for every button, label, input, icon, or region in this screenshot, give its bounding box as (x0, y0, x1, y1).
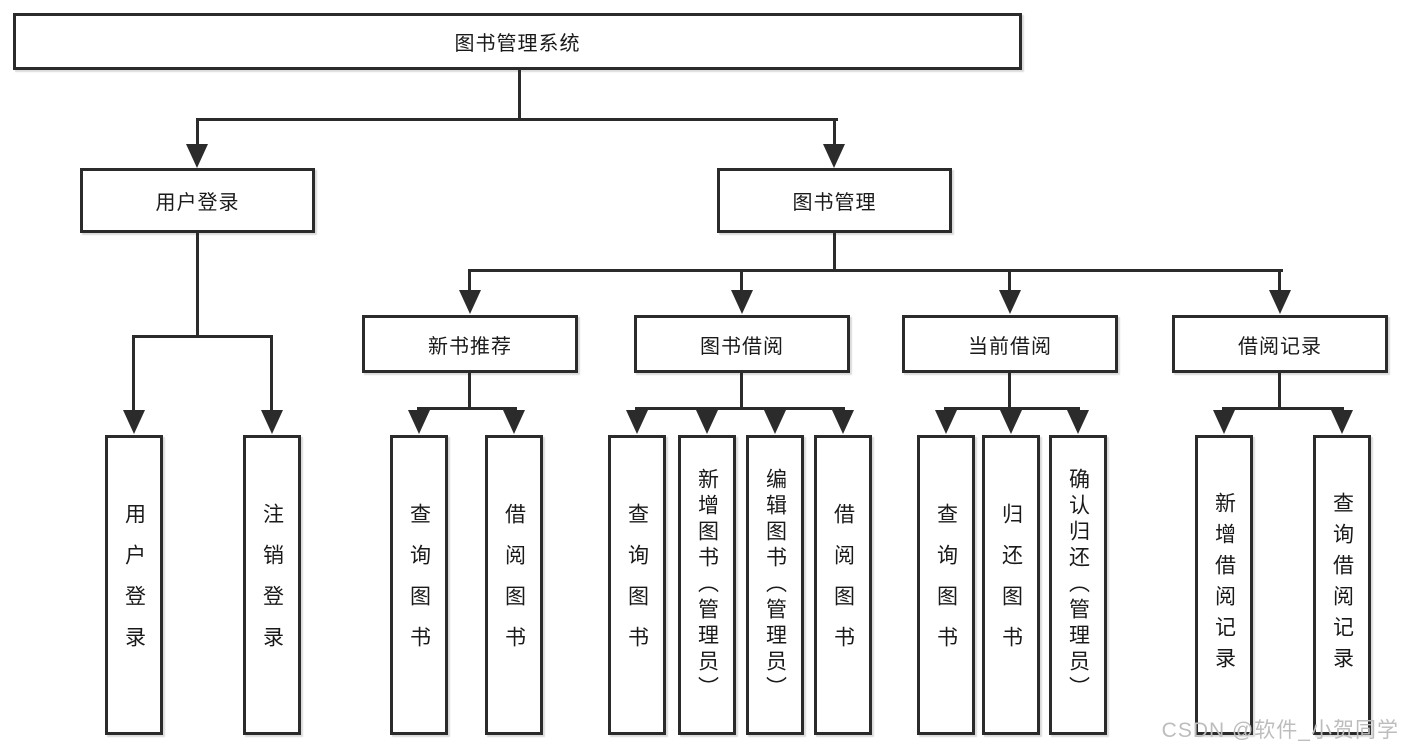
connector-group3-hline (635, 407, 845, 410)
connector-user-login-drop (196, 233, 199, 337)
leaf-confirm-return-admin: 确认归还（管理员） (1049, 435, 1107, 735)
arrow-into-query-books-borrow (626, 410, 648, 434)
arrow-into-add-books-admin (696, 410, 718, 434)
node-system-root-label: 图书管理系统 (454, 33, 581, 55)
node-borrowing-records-label: 借阅记录 (1238, 335, 1322, 358)
leaf-query-books-borrow-label: 查询图书 (625, 503, 649, 667)
arrow-into-add-borrow-record (1213, 410, 1235, 434)
leaf-query-books-recommend: 查询图书 (390, 435, 448, 735)
leaf-query-books-recommend-label: 查询图书 (407, 503, 431, 667)
arrow-into-book-borrowing (731, 290, 753, 314)
arrow-into-borrow-books (832, 410, 854, 434)
node-current-borrowing-label: 当前借阅 (968, 335, 1052, 358)
node-new-book-recommend: 新书推荐 (362, 315, 578, 373)
connector-currentborrow-stub (1008, 269, 1011, 292)
arrow-into-borrowing-records (1269, 290, 1291, 314)
leaf-add-borrow-record-label: 新增借阅记录 (1212, 492, 1236, 678)
leaf-query-books-current-label: 查询图书 (934, 503, 958, 667)
arrow-into-book-mgmt (823, 144, 845, 168)
node-user-login-branch: 用户登录 (80, 168, 315, 233)
leaf-add-borrow-record: 新增借阅记录 (1195, 435, 1253, 735)
arrow-into-edit-books-admin (764, 410, 786, 434)
arrow-into-leaf-user-login (123, 410, 145, 434)
leaf-borrow-books-label: 借阅图书 (831, 503, 855, 667)
leaf-logout-label: 注销登录 (260, 503, 284, 667)
leaf-add-books-admin: 新增图书（管理员） (678, 435, 736, 735)
leaf-return-books-label: 归还图书 (999, 503, 1023, 667)
connector-newbook-drop (468, 373, 471, 409)
leaf-user-login: 用户登录 (105, 435, 163, 735)
node-current-borrowing: 当前借阅 (902, 315, 1118, 373)
connector-group5-hline (1222, 407, 1344, 410)
arrow-into-leaf-logout (261, 410, 283, 434)
arrow-into-query-borrow-record (1331, 410, 1353, 434)
leaf-query-borrow-record-label: 查询借阅记录 (1330, 492, 1354, 678)
leaf-edit-books-admin-label: 编辑图书（管理员） (763, 468, 787, 702)
leaf-query-borrow-record: 查询借阅记录 (1313, 435, 1371, 735)
leaf-query-books-borrow: 查询图书 (608, 435, 666, 735)
arrow-into-new-book-recommend (459, 290, 481, 314)
arrow-into-confirm-return-admin (1067, 410, 1089, 434)
leaf-borrow-books-recommend-label: 借阅图书 (502, 503, 526, 667)
leaf-borrow-books: 借阅图书 (814, 435, 872, 735)
connector-group1-hline (132, 335, 273, 338)
connector-group2-hline (417, 407, 517, 410)
leaf-confirm-return-admin-label: 确认归还（管理员） (1066, 468, 1090, 702)
connector-level2-hline (196, 118, 838, 121)
arrow-into-query-books-recommend (408, 410, 430, 434)
arrow-into-user-login (186, 144, 208, 168)
connector-root-drop (518, 70, 521, 120)
leaf-borrow-books-recommend: 借阅图书 (485, 435, 543, 735)
node-book-management: 图书管理 (717, 168, 952, 233)
connector-records-stub (1278, 269, 1281, 292)
connector-level3-hline (468, 269, 1283, 272)
connector-group1-stub-1 (132, 335, 135, 411)
connector-book-mgmt-drop (833, 233, 836, 271)
connector-book-mgmt-stub (833, 118, 836, 146)
connector-bookborrow-drop (740, 373, 743, 409)
node-book-management-label: 图书管理 (792, 192, 877, 214)
node-new-book-recommend-label: 新书推荐 (428, 335, 512, 358)
connector-user-login-stub (196, 118, 199, 146)
arrow-into-borrow-books-recommend (503, 410, 525, 434)
arrow-into-return-books (1000, 410, 1022, 434)
node-system-root: 图书管理系统 (13, 13, 1022, 70)
watermark: CSDN @软件_小贺同学 (1161, 719, 1399, 742)
connector-newbook-stub (468, 269, 471, 292)
connector-group4-hline (944, 407, 1080, 410)
leaf-edit-books-admin: 编辑图书（管理员） (746, 435, 804, 735)
connector-records-drop (1278, 373, 1281, 409)
leaf-query-books-current: 查询图书 (917, 435, 975, 735)
arrow-into-current-borrowing (999, 290, 1021, 314)
leaf-logout: 注销登录 (243, 435, 301, 735)
node-book-borrowing-label: 图书借阅 (700, 335, 784, 358)
leaf-user-login-label: 用户登录 (122, 503, 146, 667)
connector-group1-stub-2 (270, 335, 273, 411)
leaf-return-books: 归还图书 (982, 435, 1040, 735)
node-borrowing-records: 借阅记录 (1172, 315, 1388, 373)
leaf-add-books-admin-label: 新增图书（管理员） (695, 468, 719, 702)
connector-currentborrow-drop (1008, 373, 1011, 409)
arrow-into-query-books-current (935, 410, 957, 434)
node-user-login-branch-label: 用户登录 (155, 192, 240, 214)
node-book-borrowing: 图书借阅 (634, 315, 850, 373)
connector-bookborrow-stub (740, 269, 743, 292)
